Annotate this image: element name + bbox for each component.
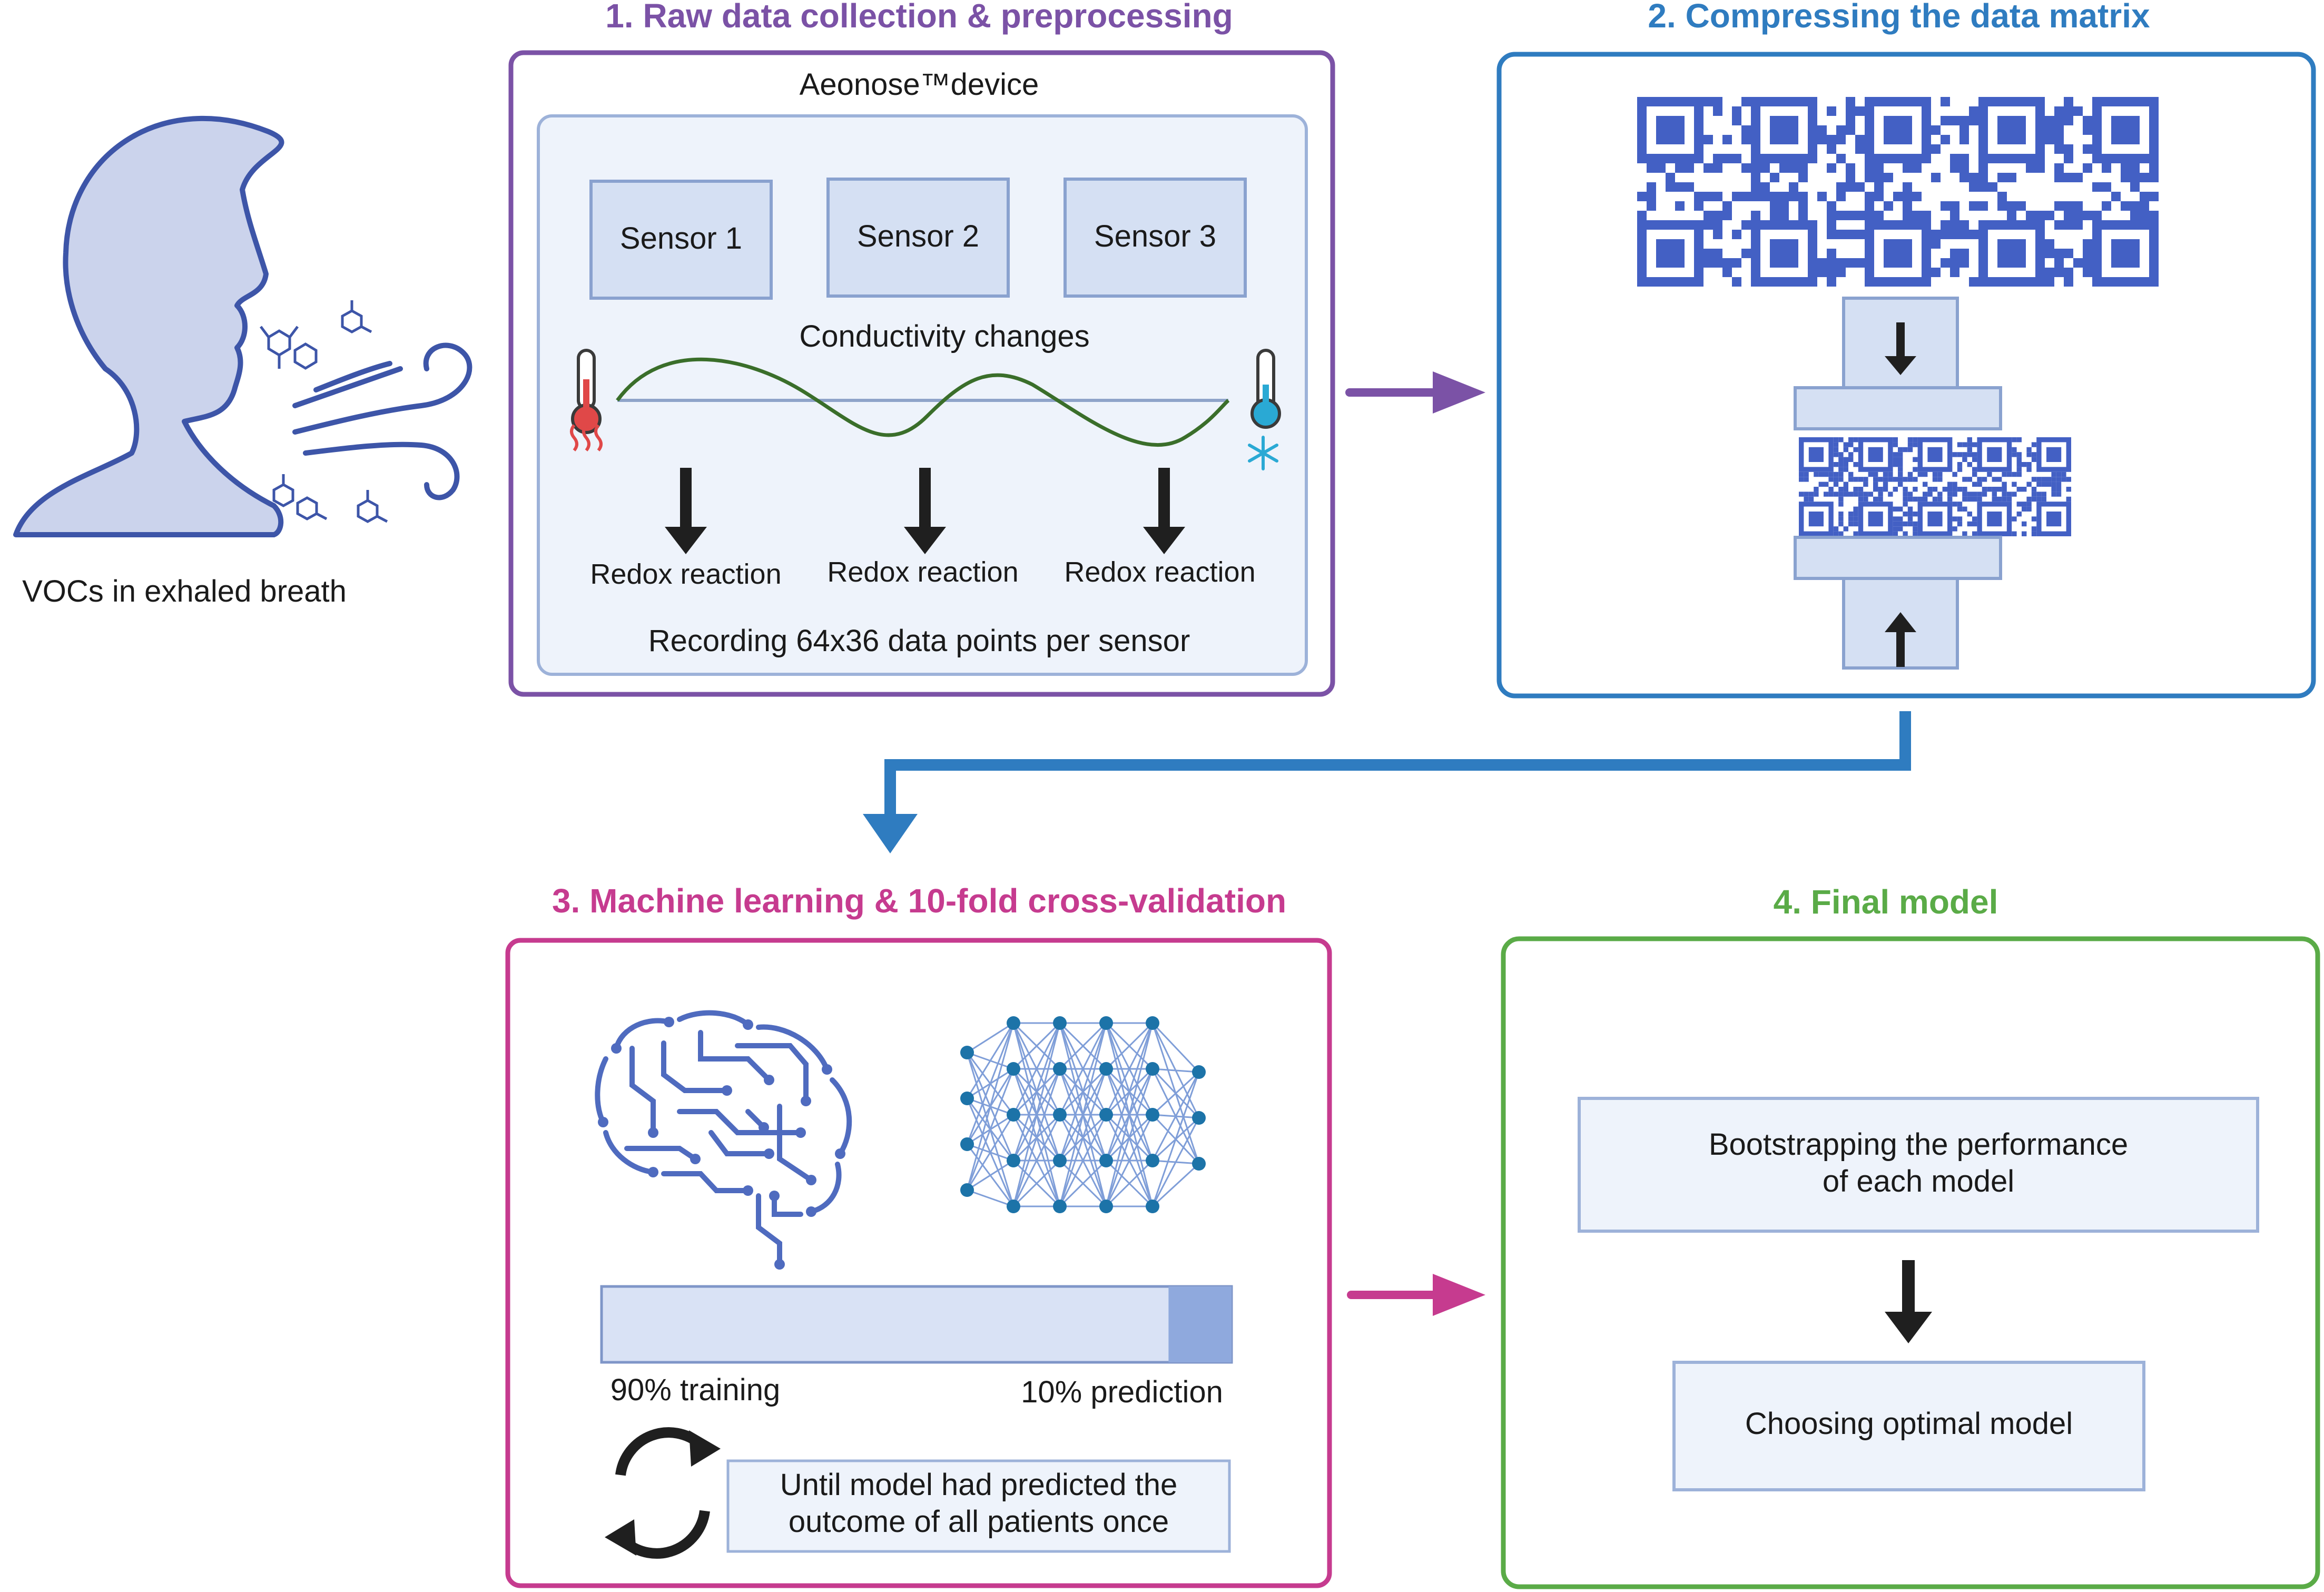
training-label: 90% training [610,1373,780,1407]
arrow-step2-to-step3 [863,711,1911,853]
compressed-qr-icon [1799,437,2071,536]
loop-condition-box [726,1459,1231,1553]
step4-title: 4. Final model [1774,883,1998,921]
compressor-bottom-plate [1794,536,2002,580]
bootstrapping-box [1578,1097,2259,1233]
redox-label-2: Redox reaction [827,556,1018,588]
step2-title: 2. Compressing the data matrix [1648,0,2150,35]
cycle-arrowhead-top [689,1430,721,1467]
split-bar-prediction-segment [1168,1286,1232,1362]
device-label: Aeonose™device [800,67,1039,102]
redox-arrow-1 [665,468,707,554]
thermometer-cold-icon [1250,349,1281,429]
bootstrapping-line-1: Bootstrapping the performance [1709,1127,2128,1162]
step3-machine-learning: 3. Machine learning & 10-fold cross-vali… [505,882,1332,1588]
neural-network-icon [960,1016,1206,1213]
step1-raw-data-collection: 1. Raw data collection & preprocessing A… [508,0,1335,697]
exhaled-breath-caption: VOCs in exhaled breath [22,574,347,608]
sensor-box-1: Sensor 1 [589,180,773,300]
prediction-label: 10% prediction [1021,1375,1223,1409]
step1-title: 1. Raw data collection & preprocessing [605,0,1233,35]
cycle-arrows-icon [615,1427,710,1559]
sensor-box-2: Sensor 2 [826,178,1010,298]
recording-label: Recording 64x36 data points per sensor [648,624,1190,658]
breath-swirls-icon [292,342,472,500]
exhaled-breath-illustration: VOCs in exhaled breath [13,115,472,608]
bootstrapping-line-2: of each model [1823,1164,2014,1198]
thermometer-hot-icon [570,349,603,451]
arrow-step3-to-step4 [1347,1274,1485,1316]
svg-text:Sensor 2: Sensor 2 [857,219,979,253]
conductivity-label: Conductivity changes [799,319,1089,353]
redox-label-3: Redox reaction [1064,556,1255,588]
bootstrap-to-choose-arrow [1885,1260,1932,1343]
voc-molecules-icon [260,300,388,523]
data-matrix-qr-icon [1637,97,2159,287]
choose-model-label: Choosing optimal model [1745,1407,2073,1441]
choose-model-box [1672,1361,2145,1491]
ai-brain-circuit-icon [595,1010,852,1270]
step3-title: 3. Machine learning & 10-fold cross-vali… [552,882,1286,920]
redox-arrow-3 [1143,468,1185,554]
step4-final-model: 4. Final model Bootstrapping the perform… [1501,883,2320,1589]
loop-condition-line-1: Until model had predicted the [780,1468,1177,1502]
arrow-step1-to-step2 [1345,371,1485,414]
svg-text:Sensor 3: Sensor 3 [1094,219,1216,253]
step2-compressing: 2. Compressing the data matrix [1496,0,2316,699]
step3-frame [505,938,1332,1588]
svg-text:Sensor 1: Sensor 1 [620,221,742,255]
cycle-arrowhead-bottom [605,1519,636,1556]
compressor-top-plate [1794,386,2002,430]
conductivity-wave [616,357,1230,447]
sensor-box-3: Sensor 3 [1063,178,1247,298]
compress-down-arrow [1885,322,1916,375]
loop-condition-line-2: outcome of all patients once [789,1505,1169,1539]
redox-label-1: Redox reaction [590,558,781,590]
compress-up-arrow [1885,612,1916,667]
snowflake-icon [1248,436,1278,470]
redox-arrow-2 [904,468,946,554]
head-silhouette-icon [13,115,284,537]
split-bar-track [600,1285,1233,1364]
